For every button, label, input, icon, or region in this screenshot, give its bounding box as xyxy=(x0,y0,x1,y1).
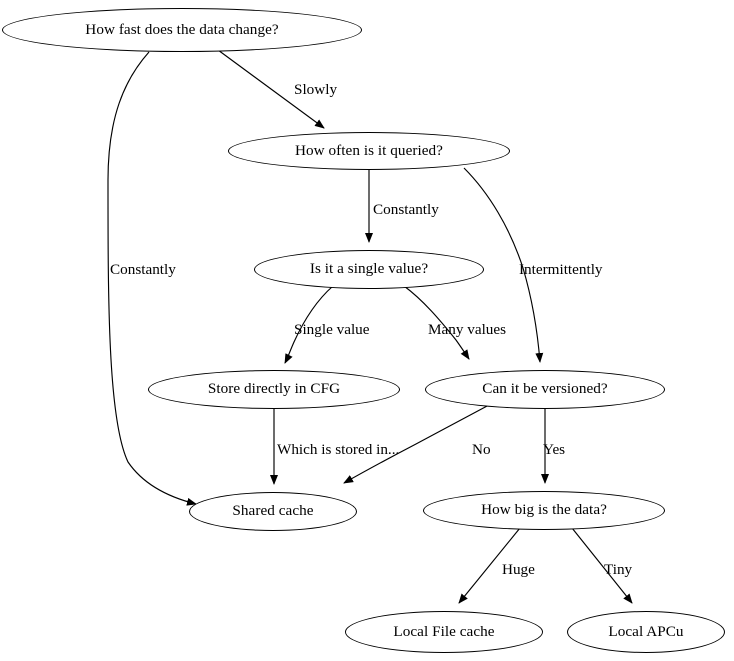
edge-no xyxy=(343,404,490,484)
edge-label-single-value: Single value xyxy=(294,321,370,338)
node-label: Shared cache xyxy=(232,501,314,519)
edge-slowly xyxy=(217,49,325,129)
edge-tiny xyxy=(571,527,633,604)
edge-many-values xyxy=(403,285,470,360)
node-how-fast-does-the-data-change[interactable]: How fast does the data change? xyxy=(2,8,362,52)
node-store-directly-in-cfg[interactable]: Store directly in CFG xyxy=(148,369,400,409)
node-how-often-is-it-queried[interactable]: How often is it queried? xyxy=(228,132,510,170)
node-local-apcu[interactable]: Local APCu xyxy=(567,611,725,653)
edge-label-tiny: Tiny xyxy=(604,561,633,578)
node-label: Can it be versioned? xyxy=(482,379,608,397)
node-label: Local File cache xyxy=(393,622,495,640)
edge-label-slowly: Slowly xyxy=(294,81,338,98)
node-label: How fast does the data change? xyxy=(85,20,279,38)
edge-label-constantly-mid: Constantly xyxy=(373,201,439,218)
node-label: Is it a single value? xyxy=(309,259,429,277)
node-label: Local APCu xyxy=(608,622,684,640)
node-label: Store directly in CFG xyxy=(207,379,341,397)
edge-label-which-is-stored-in: Which is stored in... xyxy=(277,441,400,458)
edge-label-yes: Yes xyxy=(543,441,566,458)
node-label: How big is the data? xyxy=(481,500,607,518)
edge-constantly-left xyxy=(107,51,197,506)
node-is-it-a-single-value[interactable]: Is it a single value? xyxy=(254,249,484,289)
edge-label-many-values: Many values xyxy=(428,321,507,338)
node-shared-cache[interactable]: Shared cache xyxy=(189,491,357,531)
edge-huge xyxy=(458,527,521,604)
node-how-big-is-the-data[interactable]: How big is the data? xyxy=(423,490,665,530)
edge-single-value xyxy=(284,285,334,364)
node-local-file-cache[interactable]: Local File cache xyxy=(345,611,543,653)
edge-label-huge: Huge xyxy=(502,561,535,578)
edge-intermittently xyxy=(463,167,544,363)
node-can-it-be-versioned[interactable]: Can it be versioned? xyxy=(425,369,665,409)
edge-label-no: No xyxy=(472,441,491,458)
edge-label-intermittently: Intermittently xyxy=(519,261,603,278)
edge-label-constantly-left: Constantly xyxy=(110,261,176,278)
node-label: How often is it queried? xyxy=(295,141,443,159)
